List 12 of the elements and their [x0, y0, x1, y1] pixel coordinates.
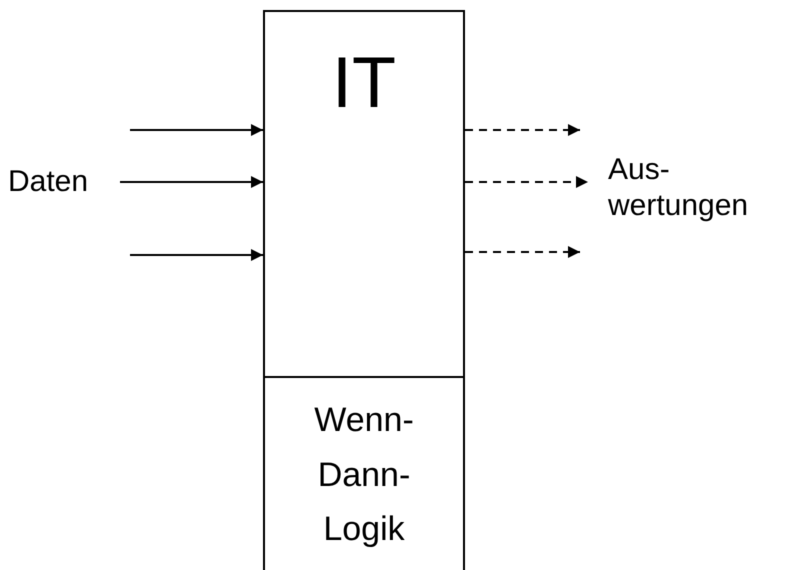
output-label: Aus- wertungen [608, 152, 750, 224]
input-label: Daten [8, 164, 88, 200]
arrow [465, 176, 588, 188]
logic-box [263, 376, 465, 570]
process-box [263, 10, 465, 378]
box-title: IT [332, 42, 396, 125]
arrow [130, 124, 263, 136]
arrow [120, 176, 263, 188]
box-label: Wenn- Dann- Logik [313, 400, 415, 550]
arrow [465, 124, 580, 136]
arrow [465, 246, 580, 258]
arrow [130, 249, 263, 261]
